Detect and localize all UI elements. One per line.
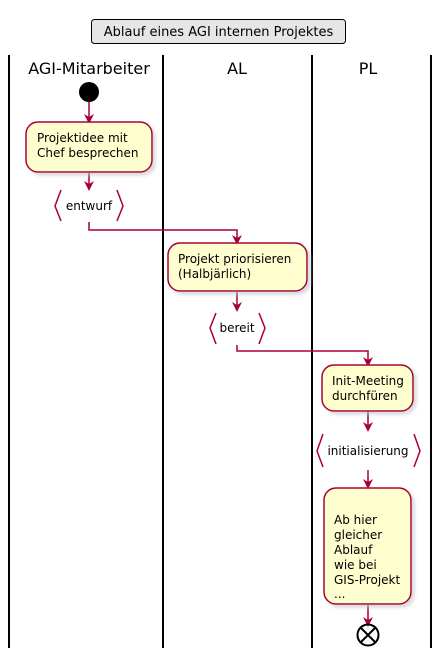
arrow-bereit-to-activity-3 <box>236 345 373 367</box>
activity-2-line-1: Projekt priorisieren <box>178 252 291 266</box>
activity-3-line-1: Init-Meeting <box>332 374 404 388</box>
activity-4-line-5: GIS-Projekt <box>334 573 400 587</box>
activity-3: Init-Meeting durchfüren <box>321 364 414 412</box>
activity-4-line-2: gleicher <box>334 528 382 542</box>
arrow-entwurf-to-activity-2 <box>88 222 242 245</box>
state-bereit-label: bereit <box>219 321 254 335</box>
diagram-title-text: Ablauf eines AGI internen Projektes <box>104 25 334 40</box>
connectors <box>84 102 373 627</box>
activity-1-line-2: Chef besprechen <box>37 146 139 160</box>
swimlane-header-pl: PL <box>359 59 378 78</box>
diagram-title: Ablauf eines AGI internen Projektes <box>91 19 346 44</box>
activity-2-line-2: (Halbjärlich) <box>178 267 251 281</box>
activity-4-line-6: ... <box>334 587 345 601</box>
swimlane-header-al: AL <box>227 59 247 78</box>
swimlane-header-agi-mitarbeiter: AGI-Mitarbeiter <box>28 59 150 78</box>
svg-text:Init-Meeting durchfüren: Init-Meeting durchfüren <box>332 374 408 403</box>
start-node <box>79 82 99 102</box>
state-bereit: bereit <box>209 312 266 345</box>
activity-4: Ab hier gleicher Ablauf wie bei GIS-Proj… <box>323 487 412 605</box>
state-initialisierung-label: initialisierung <box>327 444 408 458</box>
svg-text:Projekt priorisieren (Ha: Projekt priorisieren (Halbjärlich) <box>178 252 295 281</box>
state-entwurf-label: entwurf <box>66 199 113 213</box>
end-node <box>356 623 380 647</box>
activity-1-line-1: Projektidee mit <box>37 131 128 145</box>
activity-4-line-1: Ab hier <box>334 513 377 527</box>
activity-3-line-2: durchfüren <box>332 389 398 403</box>
svg-text:Ab hier gleicher A: Ab hier gleicher Ablauf wie bei GIS-Proj… <box>334 513 404 601</box>
svg-text:Projektidee mit Chef bes: Projektidee mit Chef besprechen <box>37 131 139 160</box>
activity-1: Projektidee mit Chef besprechen <box>25 121 153 173</box>
state-initialisierung: initialisierung <box>316 433 421 468</box>
activity-4-line-4: wie bei <box>334 558 377 572</box>
activity-2: Projekt priorisieren (Halbjärlich) <box>167 242 308 292</box>
activity-4-line-3: Ablauf <box>334 543 373 557</box>
state-entwurf: entwurf <box>54 189 124 222</box>
